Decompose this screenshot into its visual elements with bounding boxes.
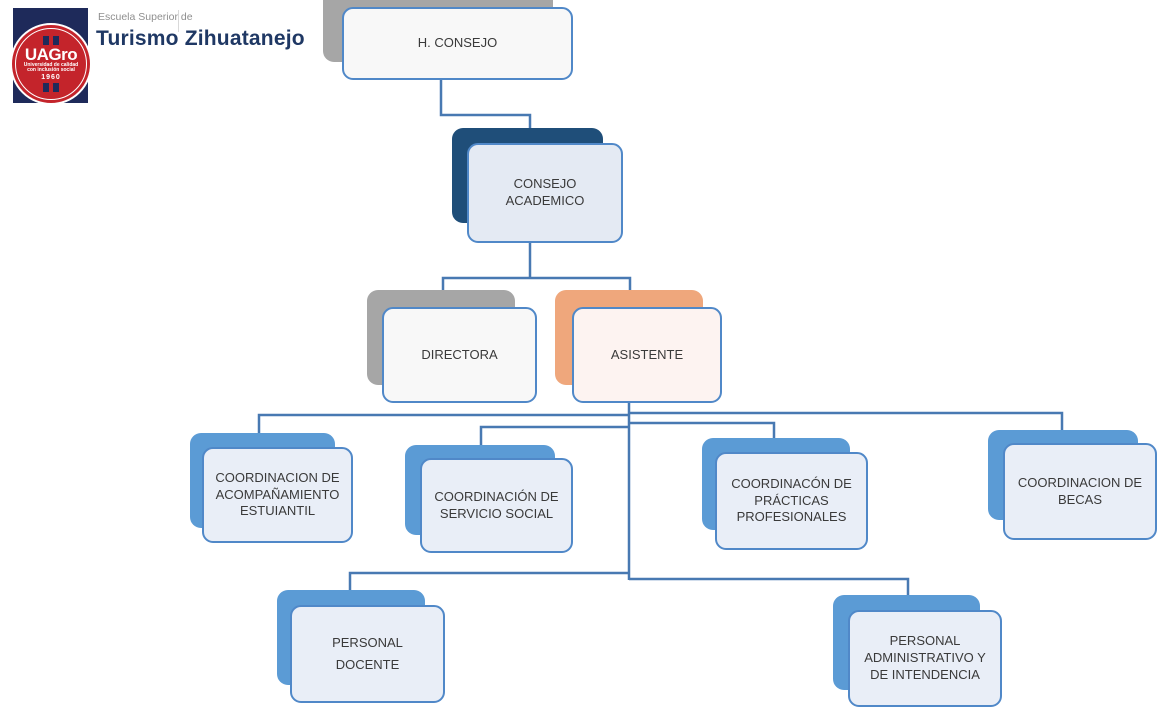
node-label: PERSONAL ADMINISTRATIVO Y DE INTENDENCIA	[864, 633, 986, 682]
node-label: DIRECTORA	[421, 346, 498, 362]
node-box: PERSONAL DOCENTE	[290, 605, 445, 703]
seal-motto-line1: Universidad de calidad	[23, 61, 79, 68]
node-box: COORDINACION DE BECAS	[1003, 443, 1157, 540]
seal-motto-line2: con inclusión social	[27, 67, 75, 74]
school-title: Turismo Zihuatanejo	[96, 27, 305, 50]
uagro-seal: UAGro Universidad de calidad con inclusi…	[10, 23, 92, 105]
node-box: ASISTENTE	[572, 307, 722, 403]
node-box: COORDINACÓN DE PRÁCTICAS PROFESIONALES	[715, 452, 868, 550]
node-label: ASISTENTE	[610, 346, 684, 362]
node-label: COORDINACION DE BECAS	[1017, 474, 1143, 507]
seal-name: UAGro	[24, 44, 78, 64]
seal-pillars-bottom-icon	[43, 83, 59, 93]
node-label: COORDINACION DE ACOMPAÑAMIENTO ESTUIANTI…	[215, 469, 340, 519]
node-label: H. CONSEJO	[417, 35, 498, 51]
node-box: COORDINACIÓN DE SERVICIO SOCIAL	[420, 458, 573, 553]
node-box: PERSONAL ADMINISTRATIVO Y DE INTENDENCIA	[848, 610, 1002, 707]
seal-pillars-top-icon	[43, 35, 59, 45]
node-label: CONSEJO ACADEMICO	[505, 176, 585, 208]
seal-year: 1960	[41, 74, 61, 82]
uagro-logo: UAGro Universidad de calidad con inclusi…	[0, 0, 340, 120]
logo-divider	[178, 10, 179, 32]
node-box: CONSEJO ACADEMICO	[467, 143, 623, 243]
node-box: DIRECTORA	[382, 307, 537, 403]
node-box: H. CONSEJO	[342, 7, 573, 80]
node-label: COORDINACÓN DE PRÁCTICAS PROFESIONALES	[731, 475, 852, 525]
node-box: COORDINACION DE ACOMPAÑAMIENTO ESTUIANTI…	[202, 447, 353, 543]
node-label: PERSONAL DOCENTE	[332, 634, 403, 672]
node-label: COORDINACIÓN DE SERVICIO SOCIAL	[434, 488, 559, 521]
school-subtitle: Escuela Superior de	[98, 11, 193, 23]
